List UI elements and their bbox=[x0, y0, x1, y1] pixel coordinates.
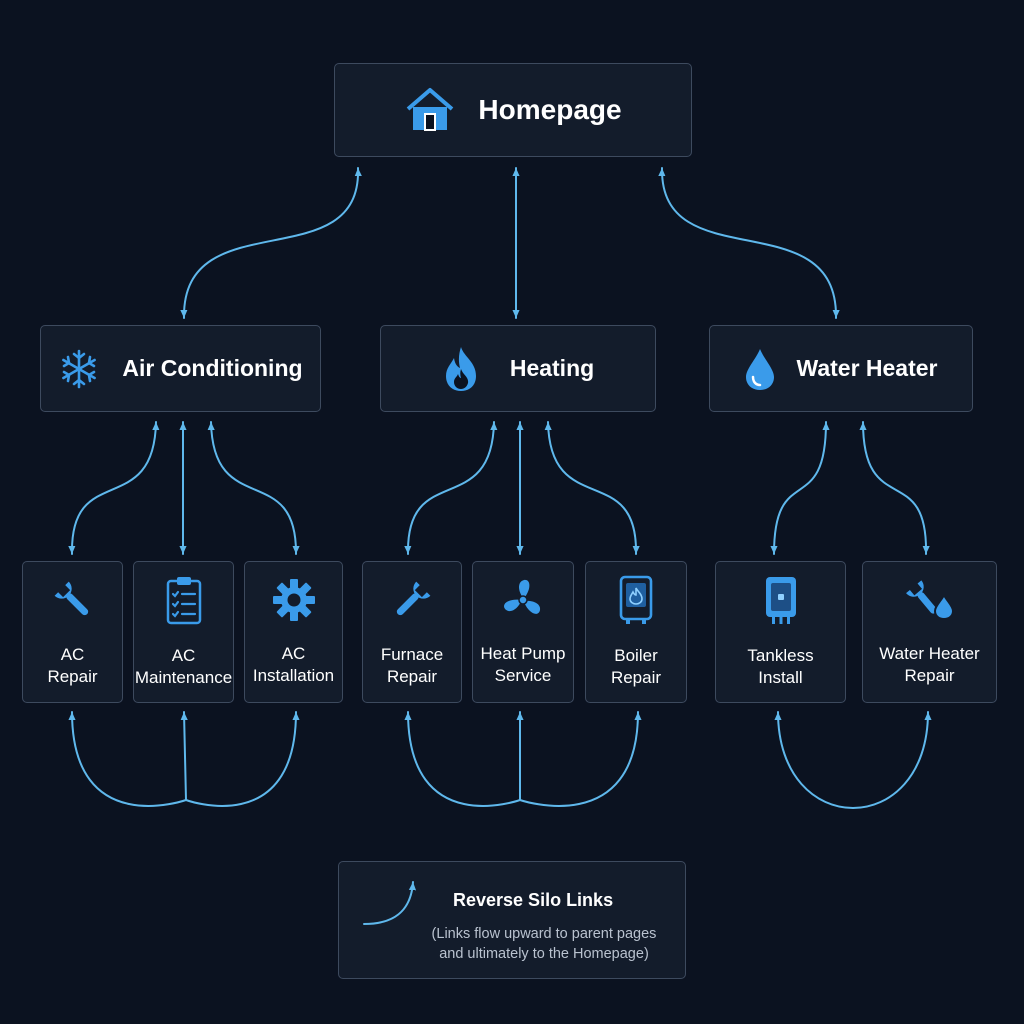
link-heating-furnace bbox=[404, 421, 498, 555]
legend-title: Reverse Silo Links bbox=[453, 890, 614, 910]
homepage-title: Homepage bbox=[478, 94, 622, 125]
gear-icon bbox=[271, 577, 317, 623]
category-title: Air Conditioning bbox=[122, 355, 303, 381]
loop-water bbox=[774, 711, 932, 809]
snowflake-icon bbox=[58, 348, 100, 390]
wrench-drop-icon bbox=[904, 577, 956, 623]
loop-heating-left bbox=[404, 711, 521, 807]
boiler-icon bbox=[618, 575, 654, 625]
category-title: Heating bbox=[509, 355, 595, 381]
link-water-repair bbox=[859, 421, 930, 555]
category-node-water-heater[interactable]: Water Heater bbox=[709, 325, 973, 412]
category-node-heating[interactable]: Heating bbox=[380, 325, 656, 412]
wrench-icon bbox=[388, 576, 436, 624]
link-root-water bbox=[658, 167, 840, 319]
loop-ac-left bbox=[68, 711, 187, 807]
tankless-heater-icon bbox=[763, 575, 799, 625]
link-ac-installation bbox=[207, 421, 300, 555]
house-icon bbox=[404, 87, 456, 133]
link-water-tankless bbox=[770, 421, 830, 555]
category-title: Water Heater bbox=[796, 355, 938, 381]
clipboard-checklist-icon bbox=[164, 575, 204, 625]
link-root-ac bbox=[180, 167, 362, 319]
link-heating-boiler bbox=[544, 421, 640, 555]
category-node-air-conditioning[interactable]: Air Conditioning bbox=[40, 325, 321, 412]
homepage-node[interactable]: Homepage bbox=[334, 63, 692, 157]
flame-icon bbox=[442, 345, 480, 393]
legend-box: Reverse Silo Links (Links flow upward to… bbox=[338, 861, 686, 979]
link-ac-repair bbox=[68, 421, 160, 555]
wrench-icon bbox=[49, 576, 97, 624]
curved-arrow-icon bbox=[361, 876, 427, 932]
loop-ac-center bbox=[180, 711, 188, 801]
loop-ac-right bbox=[185, 711, 300, 807]
water-drop-icon bbox=[744, 347, 776, 391]
loop-heating-right bbox=[519, 711, 642, 807]
fan-icon bbox=[500, 577, 546, 623]
